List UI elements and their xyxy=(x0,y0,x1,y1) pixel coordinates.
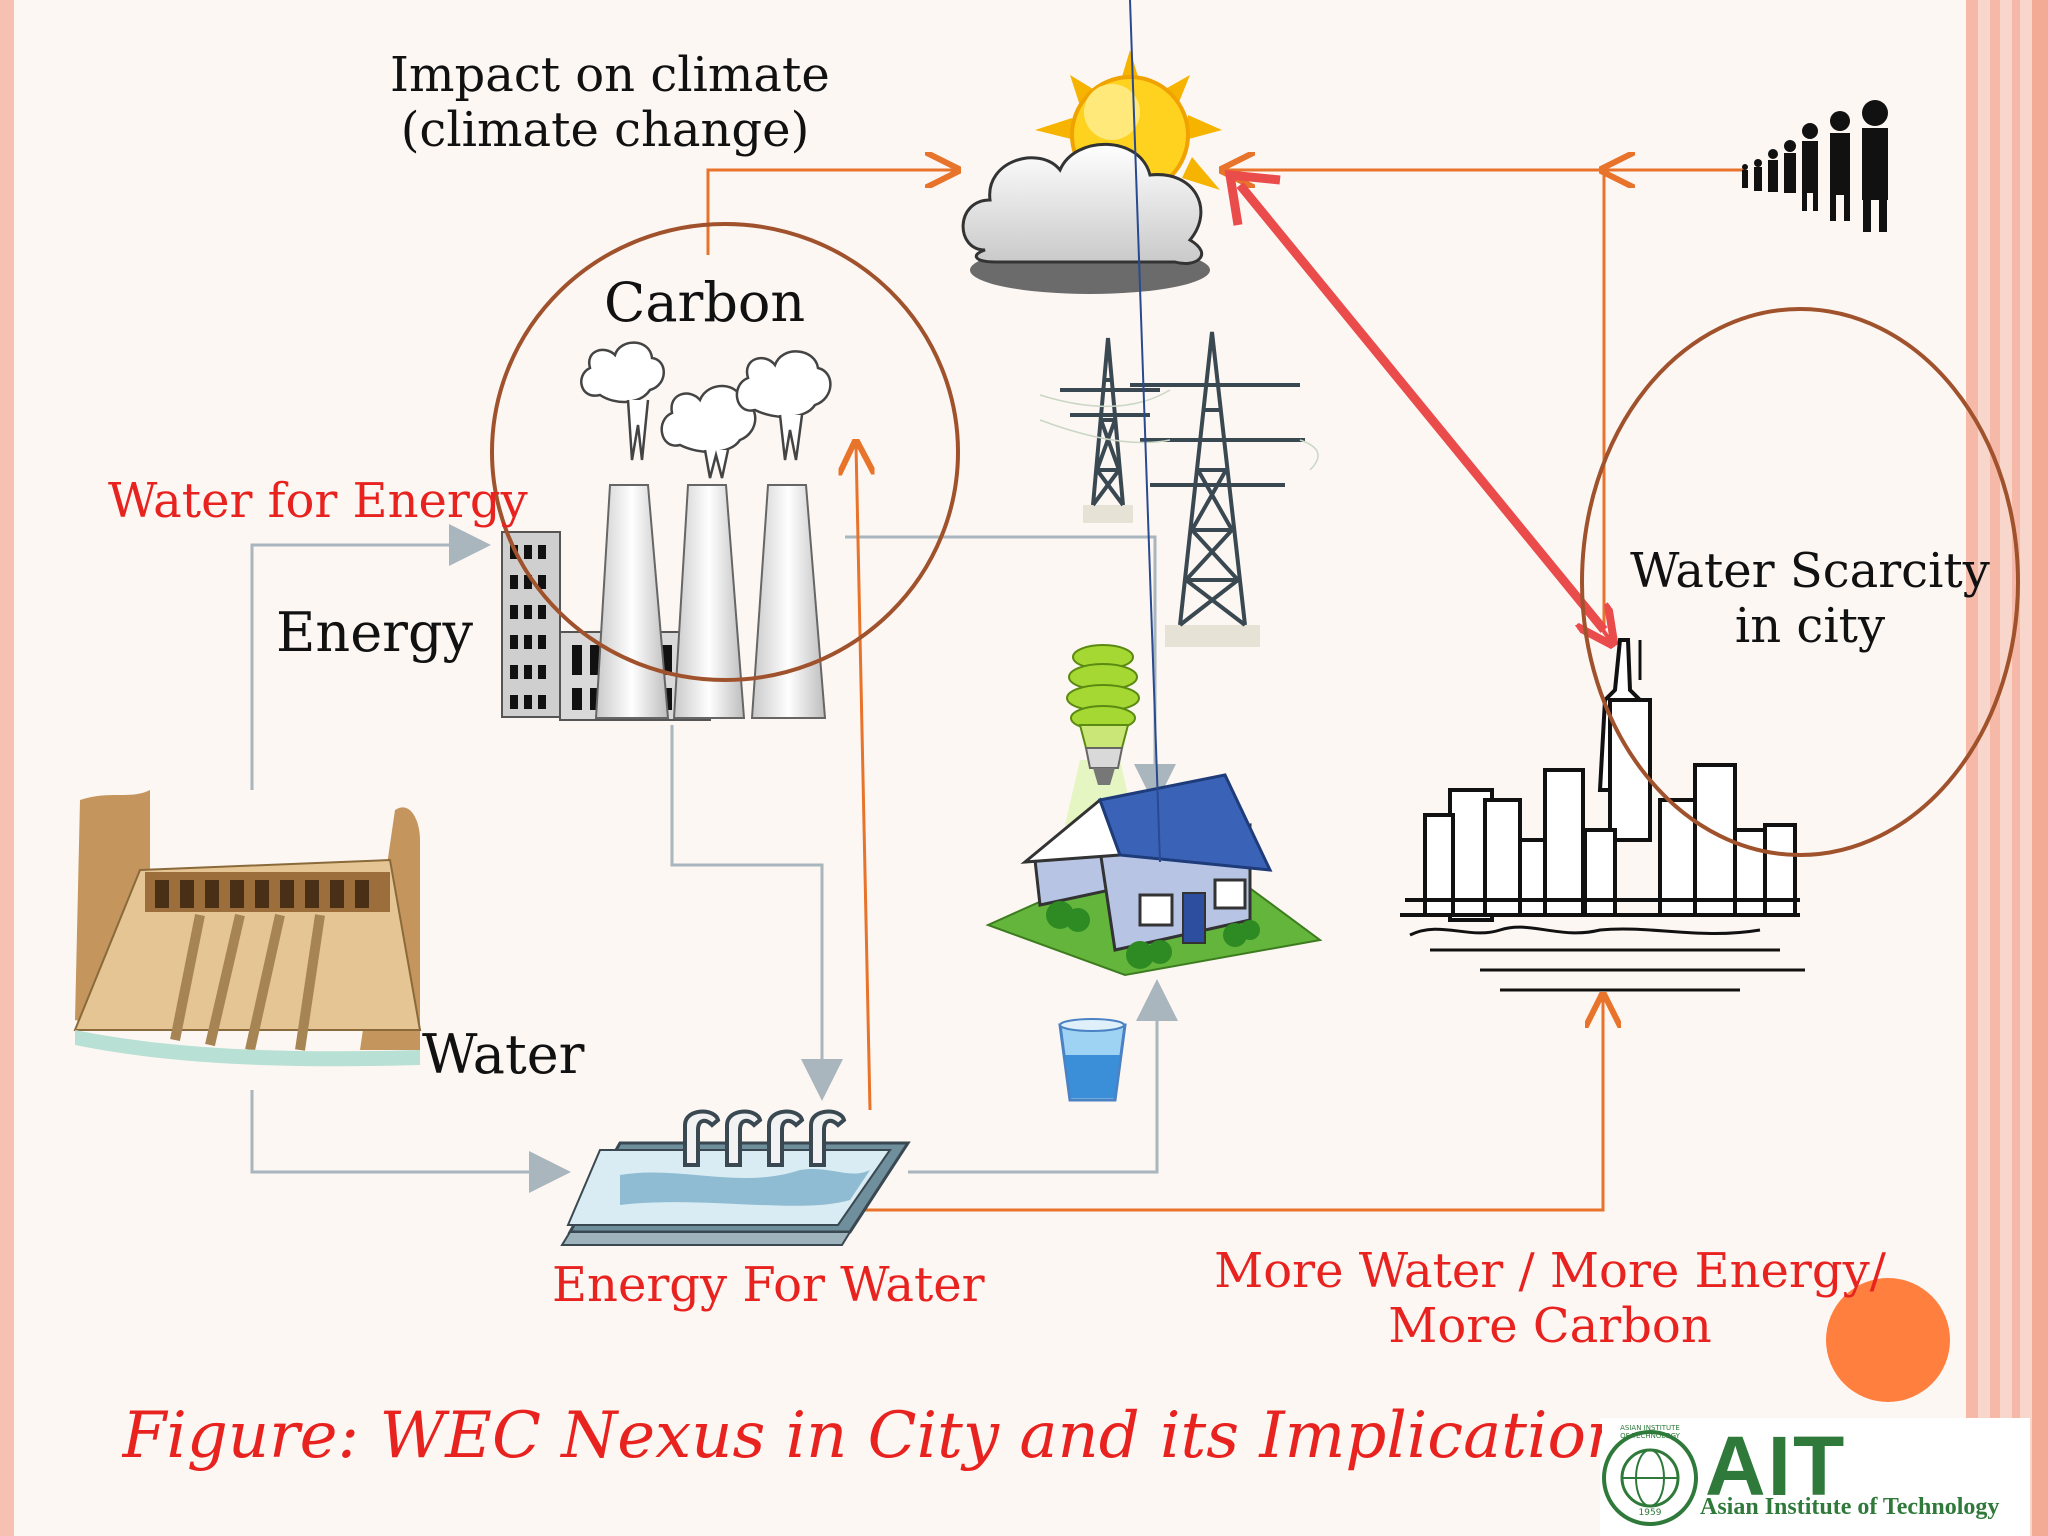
city-skyline-details xyxy=(1409,640,1805,992)
energy-label: Energy xyxy=(276,601,474,664)
bold-red-arrow xyxy=(1224,169,1610,640)
glass-icon xyxy=(1058,1018,1127,1102)
water-scarcity-ellipse xyxy=(1580,307,2020,857)
water-scarcity-line1: Water Scarcity xyxy=(1630,543,1990,599)
logo-name: Asian Institute of Technology xyxy=(1700,1494,2000,1520)
water-label: Water xyxy=(422,1023,585,1086)
orange-connectors xyxy=(706,170,1745,1212)
logo-abbr: AIT xyxy=(1705,1419,1847,1513)
logo-seal-text: ASIAN INSTITUTE OF TECHNOLOGY xyxy=(1620,1424,1680,1441)
carbon-ellipse xyxy=(490,222,960,682)
water-scarcity-line2: in city xyxy=(1734,598,1886,655)
carbon-label: Carbon xyxy=(604,271,806,334)
arrow-carbon-to-climate xyxy=(706,170,955,255)
connector-dam-to-plant xyxy=(250,524,491,790)
power-lines xyxy=(1039,389,1319,471)
water-scarcity-label: Water Scarcity in city xyxy=(1625,543,1995,655)
people-icon xyxy=(1742,100,1888,232)
factory-icon xyxy=(501,484,827,721)
connector-treatment-to-house xyxy=(908,979,1178,1174)
water-for-energy-label: Water for Energy xyxy=(108,473,528,529)
cloud-icon xyxy=(961,142,1210,294)
arrow-treatment-to-city xyxy=(850,998,1603,1212)
more-wec-label: More Water / More Energy/ More Carbon xyxy=(1200,1243,1900,1355)
connector-dam-to-treatment xyxy=(250,1090,571,1193)
ait-logo xyxy=(1600,1418,2030,1536)
smoke-icon xyxy=(580,341,832,479)
house-icon xyxy=(985,0,1323,977)
more-wec-line1: More Water / More Energy/ xyxy=(1214,1243,1886,1299)
power-tower-icon xyxy=(1060,331,1305,647)
dam-icon xyxy=(73,790,422,1067)
arrow-treatment-to-carbon xyxy=(856,445,870,1111)
water-treatment-icon xyxy=(560,1109,911,1246)
city-skyline-icon xyxy=(1400,638,1800,922)
figure-caption: Figure: WEC Nexus in City and its Implic… xyxy=(122,1400,1602,1473)
impact-climate-line1: Impact on climate xyxy=(390,47,830,103)
impact-climate-label: Impact on climate (climate change) xyxy=(390,47,830,159)
energy-for-water-label: Energy For Water xyxy=(552,1257,985,1313)
more-wec-line2: More Carbon xyxy=(1388,1298,1712,1355)
accent-circle xyxy=(1826,1278,1950,1402)
connector-plant-to-treatment xyxy=(670,725,843,1101)
logo-seal-year: 1959 xyxy=(1638,1508,1662,1518)
impact-climate-line2: (climate change) xyxy=(400,102,810,159)
